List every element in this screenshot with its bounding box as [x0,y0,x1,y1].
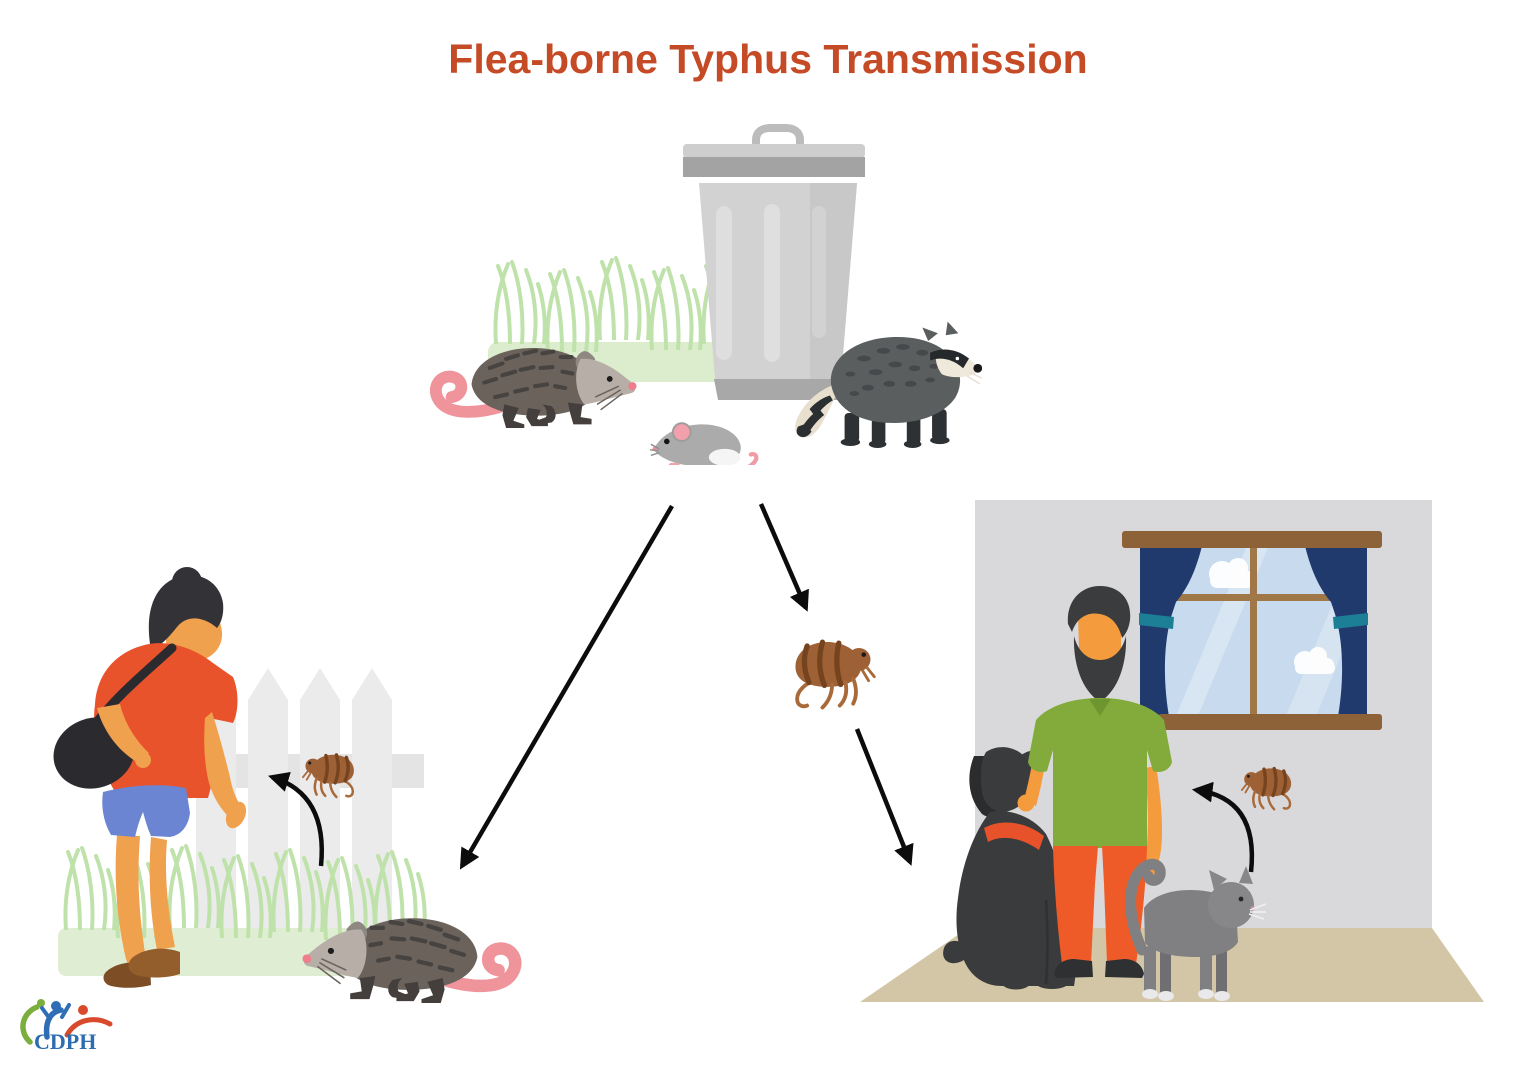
page-title: Flea-borne Typhus Transmission [448,36,1088,82]
cat-icon [1125,858,1267,1001]
cdph-logo-text: CDPH [34,1029,96,1054]
dog-icon [943,747,1076,990]
trash-can-icon [683,124,865,400]
cdph-logo-figures [20,999,113,1045]
window-icon [1122,531,1382,730]
human-indoor-scene [860,500,1484,1002]
wildlife-reservoir-scene [380,124,982,465]
cdph-logo: CDPH [10,993,124,1065]
woman-icon [53,567,247,988]
man-icon [1017,586,1172,978]
arrow-wildlife-to-flea [758,503,809,612]
human-outdoor-scene [53,567,550,1015]
